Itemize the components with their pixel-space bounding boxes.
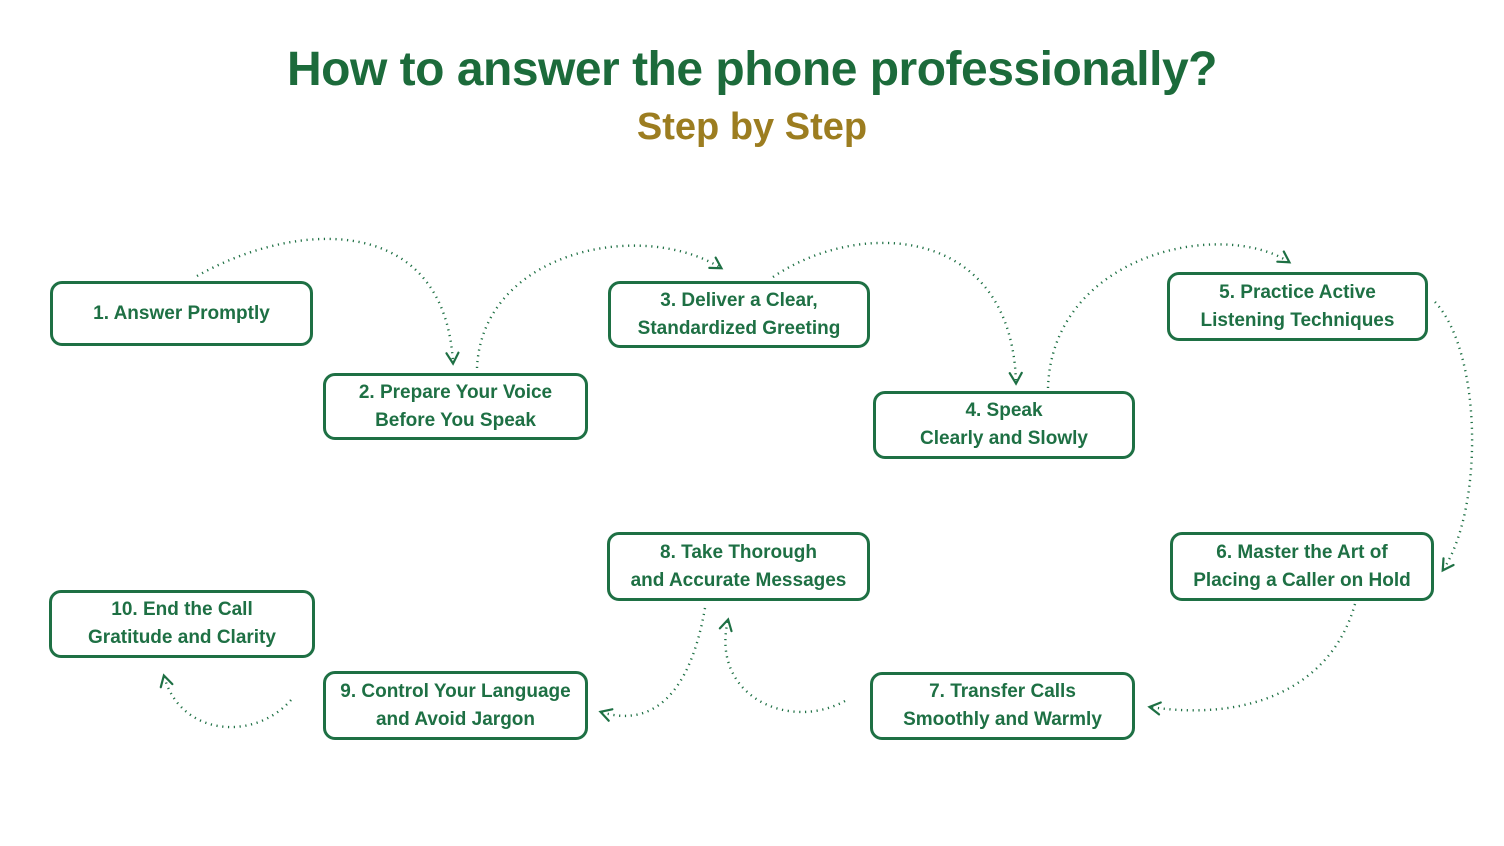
step-box-3: 3. Deliver a Clear, Standardized Greetin…	[608, 281, 870, 348]
step-8-line-2: and Accurate Messages	[630, 569, 847, 591]
step-6-line-2: Placing a Caller on Hold	[1193, 569, 1411, 591]
header: How to answer the phone professionally? …	[0, 43, 1504, 149]
arrow-step8-to-step9	[598, 607, 707, 722]
page-title: How to answer the phone professionally?	[287, 43, 1217, 96]
step-3-line-1: 3. Deliver a Clear,	[660, 289, 818, 311]
page-subtitle: Step by Step	[636, 105, 868, 148]
step-box-7: 7. Transfer Calls Smoothly and Warmly	[870, 672, 1135, 740]
step-box-4: 4. Speak Clearly and Slowly	[873, 391, 1135, 459]
arrow-step9-to-step10	[159, 673, 292, 729]
step-box-10: 10. End the Call Gratitude and Clarity	[49, 590, 315, 658]
step-5-line-2: Listening Techniques	[1200, 309, 1395, 331]
step-7-line-2: Smoothly and Warmly	[903, 709, 1102, 730]
step-5-line-1: 5. Practice Active	[1219, 281, 1376, 303]
step-8-line-1: 8. Take Thorough	[660, 541, 817, 563]
arrow-step5-to-step6	[1434, 301, 1474, 573]
step-box-1: 1. Answer Promptly	[50, 281, 313, 346]
step-6-line-1: 6. Master the Art of	[1216, 541, 1388, 563]
step-9-line-2: and Avoid Jargon	[375, 708, 536, 730]
step-box-2: 2. Prepare Your Voice Before You Speak	[323, 373, 588, 440]
step-10-line-1: 10. End the Call	[111, 599, 253, 620]
step-4-line-1: 4. Speak	[965, 400, 1043, 421]
step-9-line-1: 9. Control Your Language	[340, 680, 571, 702]
step-4-line-2: Clearly and Slowly	[920, 428, 1088, 449]
step-7-line-1: 7. Transfer Calls	[929, 681, 1076, 702]
step-box-8: 8. Take Thorough and Accurate Messages	[607, 532, 870, 601]
step-box-9: 9. Control Your Language and Avoid Jargo…	[323, 671, 588, 740]
step-2-line-2: Before You Speak	[375, 409, 536, 431]
arrow-step6-to-step7	[1147, 603, 1357, 716]
step-box-6: 6. Master the Art of Placing a Caller on…	[1170, 532, 1434, 601]
arrow-step7-to-step8	[718, 617, 846, 714]
step-3-line-2: Standardized Greeting	[637, 317, 841, 339]
step-10-line-2: Gratitude and Clarity	[88, 627, 276, 648]
step-1-line-1: 1. Answer Promptly	[93, 302, 270, 324]
step-box-5: 5. Practice Active Listening Techniques	[1167, 272, 1428, 341]
step-2-line-1: 2. Prepare Your Voice	[358, 381, 553, 403]
